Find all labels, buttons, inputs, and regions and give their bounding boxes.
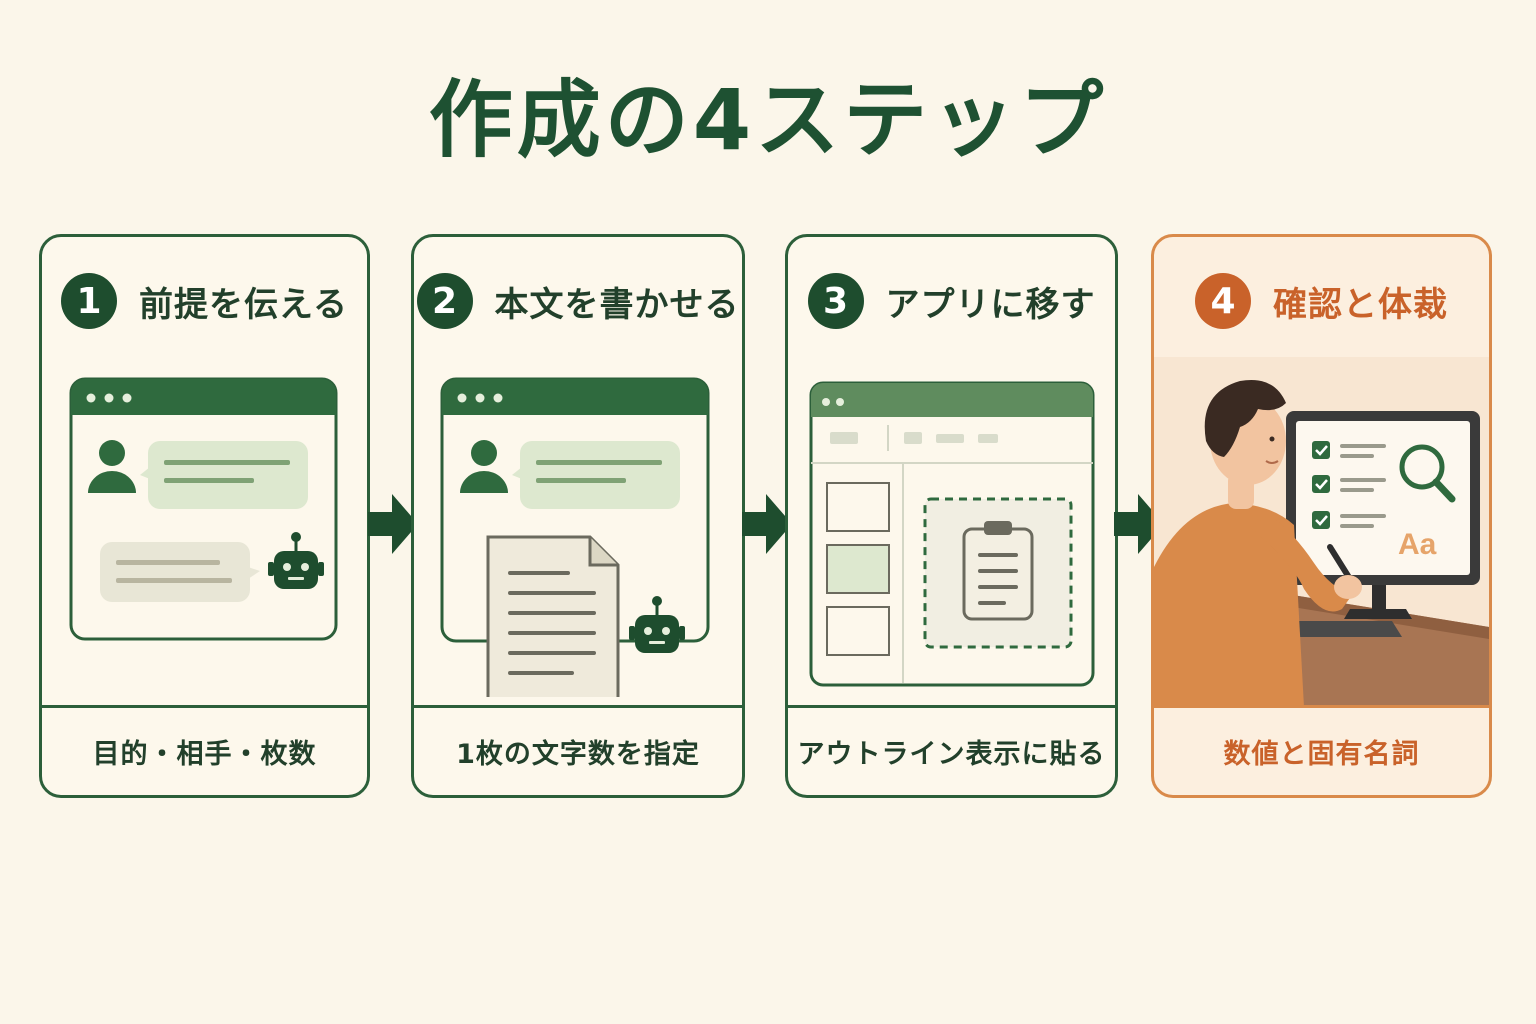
step-card-1: 1 前提を伝える 目的・相手・枚数 bbox=[39, 234, 370, 798]
screen-text: Aa bbox=[1398, 528, 1437, 561]
step-label-3: アプリに移す bbox=[885, 284, 1096, 325]
page-title: 作成の4ステップ bbox=[428, 71, 1108, 169]
step-card-3: 3 アプリに移す アウトライン表示に貼る bbox=[785, 234, 1118, 798]
step-label-4: 確認と体裁 bbox=[1273, 284, 1448, 325]
step-divider-2 bbox=[414, 705, 742, 708]
arrow-right-icon bbox=[1114, 494, 1164, 554]
step-number-3: 3 bbox=[807, 273, 864, 329]
step-label-1: 前提を伝える bbox=[139, 284, 348, 325]
step-number-1: 1 bbox=[61, 273, 117, 329]
slide-app-clipboard-icon bbox=[809, 381, 1095, 687]
step-caption-2: 1枚の文字数を指定 bbox=[456, 739, 700, 770]
step-card-4: 4 確認と体裁 Aa bbox=[1151, 234, 1492, 798]
chat-window-document-robot-icon bbox=[440, 377, 710, 697]
step-card-2: 2 本文を書かせる 1枚の文字数を指定 bbox=[411, 234, 745, 798]
arrow-right-icon bbox=[742, 494, 792, 554]
person-checking-monitor-icon: Aa bbox=[1154, 357, 1489, 707]
step-divider-4 bbox=[1154, 705, 1489, 708]
step-label-2: 本文を書かせる bbox=[494, 284, 740, 325]
step-caption-1: 目的・相手・枚数 bbox=[92, 739, 317, 770]
step-divider-3 bbox=[788, 705, 1115, 708]
step-header-1: 1 前提を伝える bbox=[42, 273, 367, 329]
step-divider-1 bbox=[42, 705, 367, 708]
step-header-4: 4 確認と体裁 bbox=[1154, 273, 1489, 329]
step-caption-3: アウトライン表示に貼る bbox=[797, 739, 1106, 770]
step-number-4: 4 bbox=[1195, 273, 1251, 329]
step-number-2: 2 bbox=[416, 273, 473, 329]
step-header-3: 3 アプリに移す bbox=[788, 273, 1115, 329]
step-caption-4: 数値と固有名詞 bbox=[1223, 739, 1420, 770]
arrow-right-icon bbox=[368, 494, 418, 554]
chat-window-user-robot-icon bbox=[69, 377, 338, 641]
step-header-2: 2 本文を書かせる bbox=[414, 273, 742, 329]
